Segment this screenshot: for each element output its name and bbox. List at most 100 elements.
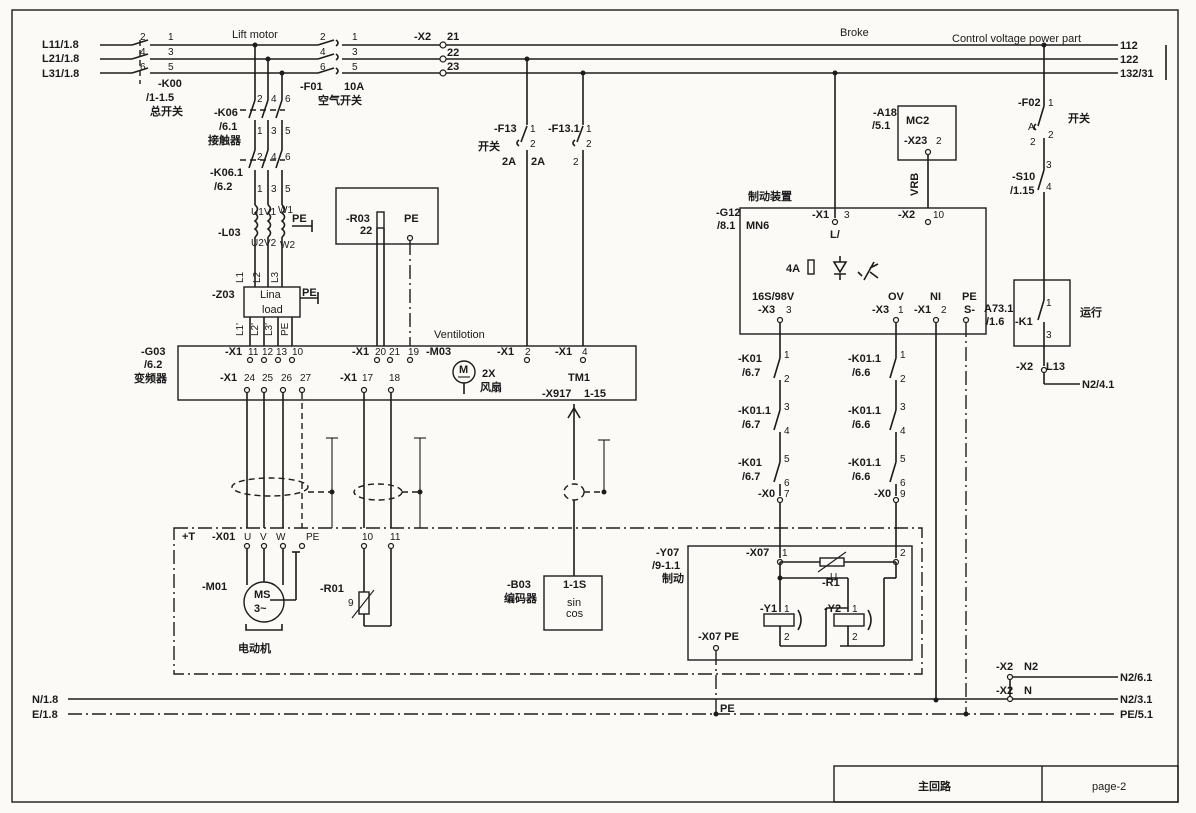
- k06-pin-4: 4: [271, 94, 277, 105]
- g03-t20: 20: [375, 347, 387, 358]
- k00-pin-2: 2: [140, 32, 146, 43]
- k01-right-contact-pin-b: 4: [900, 426, 906, 437]
- k01-right-contact-pin-a: 3: [900, 402, 906, 413]
- g03-t26: 26: [281, 373, 293, 384]
- f01-pin-5: 5: [352, 62, 358, 73]
- f131-tag: -F13.1: [548, 123, 580, 135]
- y07-x07-pe: -X07 PE: [698, 631, 739, 643]
- f02-name: 开关: [1068, 111, 1090, 125]
- transistor-icon: [857, 261, 879, 281]
- g12-x1-pin: 3: [844, 210, 850, 221]
- b03-encoder: 1-1S sin cos -B03 编码器: [504, 575, 603, 631]
- g12-x3a-pin: 3: [786, 305, 792, 316]
- k01-left-contact-ref: /6.7: [742, 419, 760, 431]
- m03-fan: -M03 M 2X 风扇: [426, 346, 502, 394]
- f131-pin-2b: 2: [573, 157, 579, 168]
- m03-name: 2X: [482, 368, 496, 380]
- g12-fuse-rating: 4A: [786, 263, 800, 275]
- s10-ref: /1.15: [1010, 185, 1034, 197]
- x2-21: 21: [447, 31, 459, 43]
- s10-tag: -S10: [1012, 171, 1035, 183]
- g03-x1b: -X1: [352, 346, 369, 358]
- f02-tag: -F02: [1018, 97, 1041, 109]
- z03-line-text: Lina: [260, 289, 282, 301]
- f13-rating: 2A: [502, 156, 516, 168]
- g12-name: MN6: [746, 220, 769, 232]
- k01-left-contact-pin-a: 1: [784, 350, 790, 361]
- l03-v1: V1: [264, 207, 277, 218]
- f01-pin-6: 6: [320, 62, 326, 73]
- a73-name: 运行: [1080, 305, 1102, 319]
- k01-left-chain: [773, 323, 784, 558]
- b03-tag: -B03: [507, 579, 531, 591]
- m03-tag: -M03: [426, 346, 451, 358]
- s10-pin-3: 3: [1046, 160, 1052, 171]
- n2-41-label: N2/4.1: [1082, 379, 1114, 391]
- a73-pin-3: 3: [1046, 330, 1052, 341]
- a73-ref: /1.6: [986, 316, 1004, 328]
- y07-pin-2: 2: [900, 548, 906, 559]
- z03-l1: L1: [235, 271, 246, 283]
- g03-ref: /6.2: [144, 359, 162, 371]
- g12-l: L/: [830, 229, 840, 241]
- y07-name: 制动: [662, 571, 684, 585]
- k061-pin-6: 6: [285, 152, 291, 163]
- x2-n-tag: -X2: [996, 685, 1013, 697]
- g12-x3b: -X3: [872, 304, 889, 316]
- supply-lines: L11/1.8 L21/1.8 L31/1.8 112 122 132/31: [42, 39, 1167, 84]
- b03-line2: sin: [567, 597, 581, 609]
- x2-22: 22: [447, 47, 459, 59]
- y07-tag: -Y07: [656, 547, 679, 559]
- z03-tag: -Z03: [212, 289, 235, 301]
- l03-u2: U2: [251, 238, 264, 249]
- k01-left-contact-tag: -K01.1: [738, 405, 771, 417]
- g03-t11: 11: [248, 347, 259, 358]
- a18-tag: -A18: [873, 107, 897, 119]
- g12-x1: -X1: [812, 209, 829, 221]
- x01-pe: PE: [306, 532, 320, 543]
- y07-brake: -Y07 /9-1.1 制动 -X07 1 2 U -R1 -Y1 1 2 -Y…: [652, 545, 913, 714]
- y07-r1: -R1: [822, 577, 840, 589]
- m01-motor: -X01 U V W PE MS 3~ -M01 电动机: [202, 531, 320, 655]
- y07-y2-pin-1: 1: [852, 604, 858, 615]
- l03-tag: -L03: [218, 227, 241, 239]
- n-label: N/1.8: [32, 694, 58, 706]
- f13-pin-1: 1: [530, 124, 536, 135]
- out-132-label: 132/31: [1120, 68, 1154, 80]
- f02-a: A: [1028, 122, 1035, 133]
- motor-power-path: [240, 42, 319, 346]
- g03-t18: 18: [389, 373, 401, 384]
- k01-right-contact-pin-a: 5: [900, 454, 906, 465]
- g12-s: S-: [964, 304, 975, 316]
- z03-l2: L2: [252, 271, 263, 283]
- g12-ref: /8.1: [717, 220, 735, 232]
- f131-rating: 2A: [531, 156, 545, 168]
- m01-name: 电动机: [238, 641, 271, 655]
- g12-brake-unit: 制动装置 -G12 /8.1 MN6 -X1 3 L/ -X2 10 4A 16…: [716, 70, 987, 335]
- n2-61-label: N2/6.1: [1120, 672, 1152, 684]
- x01-w: W: [276, 532, 286, 543]
- g03-t13: 13: [276, 347, 288, 358]
- k00-pin-5: 5: [168, 62, 174, 73]
- ventilation-caption: Ventilotion: [434, 329, 485, 341]
- z03-pe: PE: [302, 287, 317, 299]
- s10-pin-4: 4: [1046, 182, 1052, 193]
- g03-tag: -G03: [141, 346, 165, 358]
- z03-load-text: load: [262, 304, 283, 316]
- a18-name: MC2: [906, 115, 929, 127]
- brake-caption: Broke: [840, 27, 869, 39]
- m01-ms: MS: [254, 589, 271, 601]
- motor-frame-label: +T: [182, 531, 195, 543]
- y07-y2-pin-2: 2: [852, 632, 858, 643]
- g03-x1c: -X1: [497, 346, 514, 358]
- g03-t2: 2: [525, 347, 531, 358]
- y07-pin-1: 1: [782, 548, 788, 559]
- r03-value: 22: [360, 225, 372, 237]
- l03-pe: PE: [292, 213, 307, 225]
- k01-right-contact-pin-a: 1: [900, 350, 906, 361]
- k00-pin-1: 1: [168, 32, 174, 43]
- k06-ref: /6.1: [219, 121, 237, 133]
- a73-tag: A73.1: [984, 303, 1013, 315]
- motor-t11: 11: [390, 532, 401, 543]
- m03-name-cn: 风扇: [480, 380, 502, 394]
